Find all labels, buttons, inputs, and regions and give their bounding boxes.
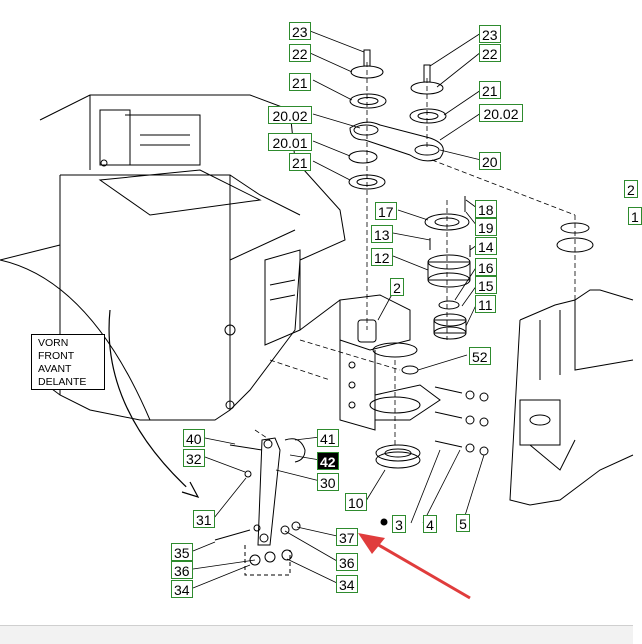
- callout-35: 35: [171, 543, 193, 561]
- callout-21: 21: [289, 153, 311, 171]
- link-arm: [214, 437, 306, 576]
- callout-52: 52: [469, 347, 491, 365]
- pivot-arm: [349, 121, 444, 162]
- bottom-scroll-bar[interactable]: [0, 625, 633, 644]
- left-bearing-stack: [348, 49, 387, 190]
- direction-label: VORN FRONT AVANT DELANTE: [31, 334, 105, 390]
- callout-21: 21: [289, 73, 311, 91]
- callout-18: 18: [475, 200, 497, 218]
- callout-17: 17: [375, 202, 397, 220]
- lower-bearing: [375, 444, 421, 469]
- callout-34: 34: [336, 575, 358, 593]
- callout-40: 40: [183, 429, 205, 447]
- callout-22: 22: [479, 44, 501, 62]
- callout-41: 41: [317, 429, 339, 447]
- callout-37: 37: [336, 528, 358, 546]
- callout-19: 19: [475, 218, 497, 236]
- callout-13: 13: [371, 225, 393, 243]
- right-housing: [509, 222, 634, 506]
- callout-12: 12: [371, 248, 393, 266]
- callout-42: 42: [317, 452, 339, 470]
- callout-20: 20: [479, 152, 501, 170]
- callout-36: 36: [171, 561, 193, 579]
- callout-1-right-edge: 1: [628, 207, 642, 225]
- callout-31: 31: [193, 510, 215, 528]
- callout-22: 22: [289, 44, 311, 62]
- callout-23: 23: [289, 22, 311, 40]
- callout-34: 34: [171, 580, 193, 598]
- callout-14: 14: [475, 237, 497, 255]
- callout-20-02: 20.02: [479, 104, 523, 122]
- callout-11: 11: [475, 295, 496, 313]
- marker-dot: [380, 518, 388, 526]
- direction-label-line: VORN: [38, 337, 69, 349]
- pivot-bracket: [299, 294, 441, 431]
- callout-36: 36: [336, 553, 358, 571]
- callout-21: 21: [479, 81, 501, 99]
- callout-30: 30: [317, 473, 339, 491]
- red-pointer-arrow: [358, 533, 471, 600]
- left-housing: [0, 94, 346, 421]
- callout-32: 32: [183, 449, 205, 467]
- callout-3: 3: [392, 515, 406, 533]
- direction-label-line: AVANT: [38, 363, 72, 375]
- callout-16: 16: [475, 258, 497, 276]
- right-bearing-stack: [409, 64, 447, 124]
- rotation-arrow: [108, 309, 200, 499]
- direction-label-line: DELANTE: [38, 376, 87, 388]
- middle-housing-stack: [424, 196, 471, 340]
- callout-10: 10: [345, 493, 367, 511]
- direction-label-line: FRONT: [38, 350, 75, 362]
- callout-5: 5: [456, 514, 470, 532]
- callout-2: 2: [390, 278, 404, 296]
- callout-23: 23: [479, 25, 501, 43]
- callout-15: 15: [475, 276, 497, 294]
- bolts-row: [401, 365, 489, 456]
- callout-4: 4: [423, 515, 437, 533]
- callout-20-01: 20.01: [268, 133, 312, 151]
- callout-20-02: 20.02: [268, 106, 312, 124]
- callout-2-right-edge: 2: [624, 180, 638, 198]
